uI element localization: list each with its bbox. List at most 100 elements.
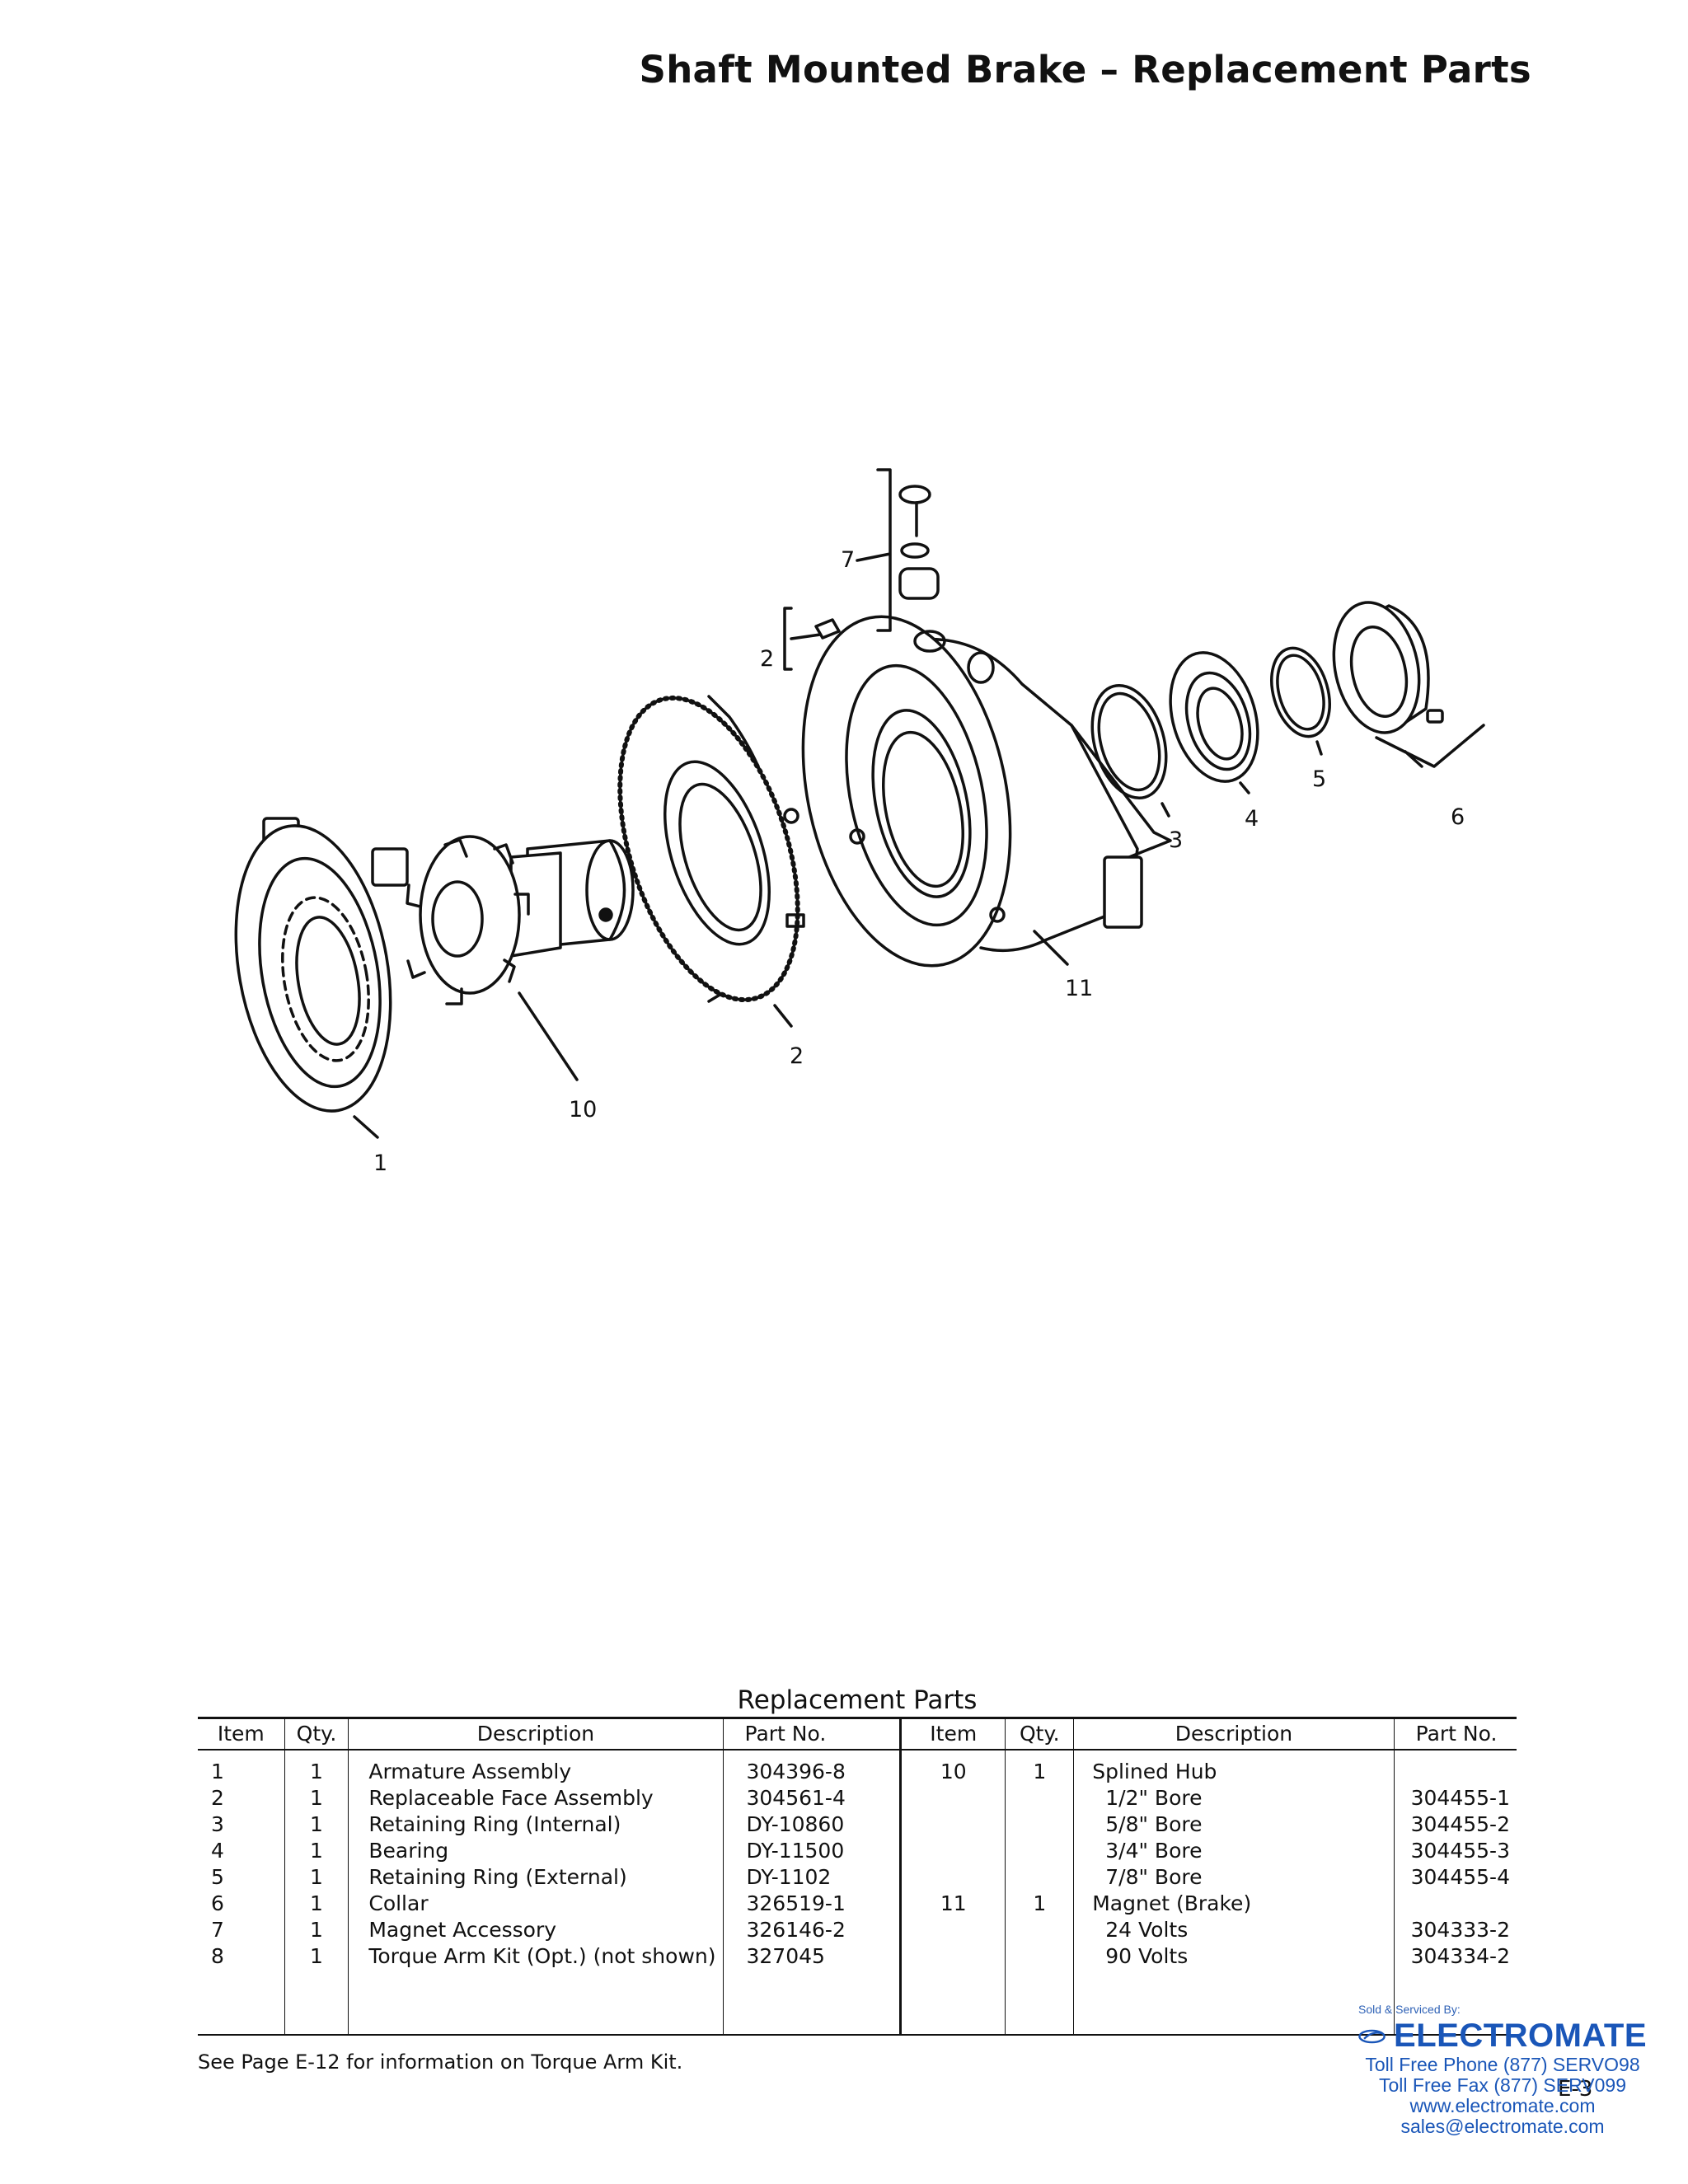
callout-item-3: 3 <box>1169 827 1183 853</box>
cell: 24 Volts <box>1105 1917 1189 1942</box>
dealer-fax: Toll Free Fax (877) SERV099 <box>1379 2074 1626 2096</box>
cell: 1 <box>310 1759 323 1783</box>
left-item-column: 1 2 3 4 5 6 7 8 <box>198 1749 285 2036</box>
cell: 1 <box>310 1943 323 1968</box>
cell: 1 <box>1033 1759 1047 1783</box>
dealer-stamp: Sold & Serviced By: ELECTROMATE Toll Fre… <box>1358 2003 1647 2137</box>
cell: 304334-2 <box>1410 1943 1510 1968</box>
cell: Armature Assembly <box>368 1759 572 1783</box>
cell: 304561-4 <box>746 1785 846 1810</box>
right-description-column: Splined Hub 1/2" Bore 5/8" Bore 3/4" Bor… <box>1073 1749 1395 2036</box>
cell: 10 <box>940 1759 967 1783</box>
cell: Bearing <box>368 1838 449 1863</box>
cell: Magnet Accessory <box>368 1917 557 1942</box>
cell <box>1411 1891 1510 1917</box>
dealer-email[interactable]: sales@electromate.com <box>1400 2116 1605 2137</box>
collar-part <box>1332 601 1444 734</box>
cell: 5/8" Bore <box>1105 1811 1203 1836</box>
cell: Splined Hub <box>1092 1759 1217 1783</box>
bearing-part <box>1169 651 1259 783</box>
cell: 1 <box>310 1811 323 1836</box>
cell: Retaining Ring (External) <box>368 1864 627 1889</box>
left-description-column: Armature Assembly Replaceable Face Assem… <box>348 1749 723 2036</box>
cell: 2 <box>211 1785 224 1810</box>
replacement-parts-table: Item Qty. Description Part No. Item Qty.… <box>198 1717 1517 2036</box>
cell: 90 Volts <box>1105 1943 1189 1968</box>
cell: 304455-1 <box>1410 1785 1510 1810</box>
cell <box>1012 1864 1067 1891</box>
cell: 11 <box>940 1891 967 1915</box>
cell: 1 <box>310 1891 323 1915</box>
dealer-phone: Toll Free Phone (877) SERVO98 <box>1365 2054 1640 2075</box>
cell: 327045 <box>746 1943 825 1968</box>
page-number: E-3 <box>1558 2077 1593 2102</box>
right-qty-column: 1 1 <box>1005 1749 1074 2036</box>
table-header-row: Item Qty. Description Part No. Item Qty.… <box>198 1717 1517 1750</box>
cell: DY-10860 <box>746 1811 845 1836</box>
header-qty: Qty. <box>284 1717 349 1750</box>
callout-item-2-lower: 2 <box>790 1043 804 1069</box>
electromate-swoosh-icon <box>1358 2029 1386 2043</box>
callout-item-6: 6 <box>1451 804 1465 830</box>
header-item: Item <box>198 1717 285 1750</box>
cell <box>908 1838 998 1864</box>
cell: 1 <box>310 1785 323 1810</box>
callout-item-1: 1 <box>373 1151 387 1176</box>
replaceable-face-part <box>617 695 805 1003</box>
callout-item-7: 7 <box>841 547 855 573</box>
dealer-logo: ELECTROMATE <box>1358 2018 1647 2055</box>
callout-item-5: 5 <box>1312 766 1326 792</box>
cell: 6 <box>211 1891 224 1915</box>
cell <box>908 1785 998 1811</box>
header-part-no: Part No. <box>722 1717 901 1750</box>
cell: 304455-2 <box>1410 1811 1510 1836</box>
sold-by-label: Sold & Serviced By: <box>1358 2003 1461 2016</box>
cell: 1 <box>1033 1891 1047 1915</box>
cell: 326519-1 <box>746 1891 846 1915</box>
right-part-no-column: 304455-1 304455-2 304455-3 304455-4 3043… <box>1393 1749 1517 2036</box>
right-item-column: 10 11 <box>899 1749 1006 2036</box>
callout-labels: 1 10 2 2 11 7 3 4 5 6 <box>373 547 1465 1176</box>
cell: 1 <box>211 1759 224 1783</box>
cell <box>908 1917 998 1943</box>
dealer-website[interactable]: www.electromate.com <box>1409 2095 1596 2116</box>
cell: 8 <box>211 1943 224 1968</box>
callout-item-2-upper: 2 <box>760 646 774 672</box>
cell: 7/8" Bore <box>1105 1864 1203 1889</box>
cell <box>1411 1759 1510 1785</box>
cell: Torque Arm Kit (Opt.) (not shown) <box>368 1943 716 1968</box>
cell: 1 <box>310 1838 323 1863</box>
armature-assembly-part <box>234 817 409 1113</box>
header-description-right: Description <box>1073 1717 1395 1750</box>
cell: Replaceable Face Assembly <box>368 1785 654 1810</box>
left-qty-column: 1 1 1 1 1 1 1 1 <box>284 1749 349 2036</box>
cell: 304396-8 <box>746 1759 846 1783</box>
page-title: Shaft Mounted Brake – Replacement Parts <box>639 48 1531 91</box>
cell: 1 <box>310 1864 323 1889</box>
footnote: See Page E-12 for information on Torque … <box>198 2050 683 2074</box>
cell <box>908 1864 998 1891</box>
cell <box>1012 1943 1067 1970</box>
magnet-housing-part <box>801 615 1172 968</box>
left-part-no-column: 304396-8 304561-4 DY-10860 DY-11500 DY-1… <box>722 1749 901 2036</box>
cell: DY-1102 <box>746 1864 832 1889</box>
cell: 1 <box>310 1917 323 1942</box>
cell <box>908 1943 998 1970</box>
splined-hub-part <box>406 835 635 1005</box>
callout-item-4: 4 <box>1245 806 1259 832</box>
cell: 304455-4 <box>1410 1864 1510 1889</box>
header-description: Description <box>348 1717 723 1750</box>
cell: Collar <box>368 1891 429 1915</box>
cell: 304333-2 <box>1410 1917 1510 1942</box>
cell: 3/4" Bore <box>1105 1838 1203 1863</box>
cell: 7 <box>211 1917 224 1942</box>
cell: 3 <box>211 1811 224 1836</box>
magnet-accessory-part <box>898 485 940 600</box>
cell: DY-11500 <box>746 1838 845 1863</box>
table-body-row: 1 2 3 4 5 6 7 8 1 1 1 1 1 1 1 1 Armature… <box>198 1749 1517 2036</box>
header-qty-right: Qty. <box>1005 1717 1074 1750</box>
cell <box>1012 1917 1067 1943</box>
header-item-right: Item <box>899 1717 1006 1750</box>
cell <box>1012 1838 1067 1864</box>
retaining-ring-internal-part <box>1090 683 1168 800</box>
